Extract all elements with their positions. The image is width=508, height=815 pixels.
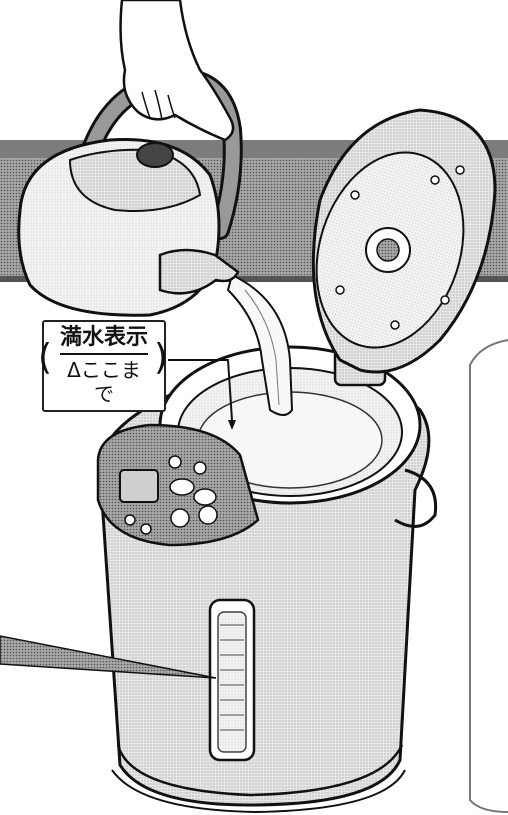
full-water-mark-label: ( 満水表示 Δここまで ) [38,320,168,412]
side-note-card [469,339,508,813]
pointer-wedge [0,635,217,679]
label-subtitle: Δここまで [67,358,141,406]
label-rule [60,353,148,355]
water-stream [226,273,294,416]
label-leader [168,359,233,421]
hand [119,0,235,142]
kettle-spout [158,248,240,295]
right-paren: ) [153,337,168,378]
display-screen [119,469,159,503]
side-handle [394,468,438,528]
left-paren: ( [38,337,53,378]
label-title: 満水表示 [59,325,148,350]
